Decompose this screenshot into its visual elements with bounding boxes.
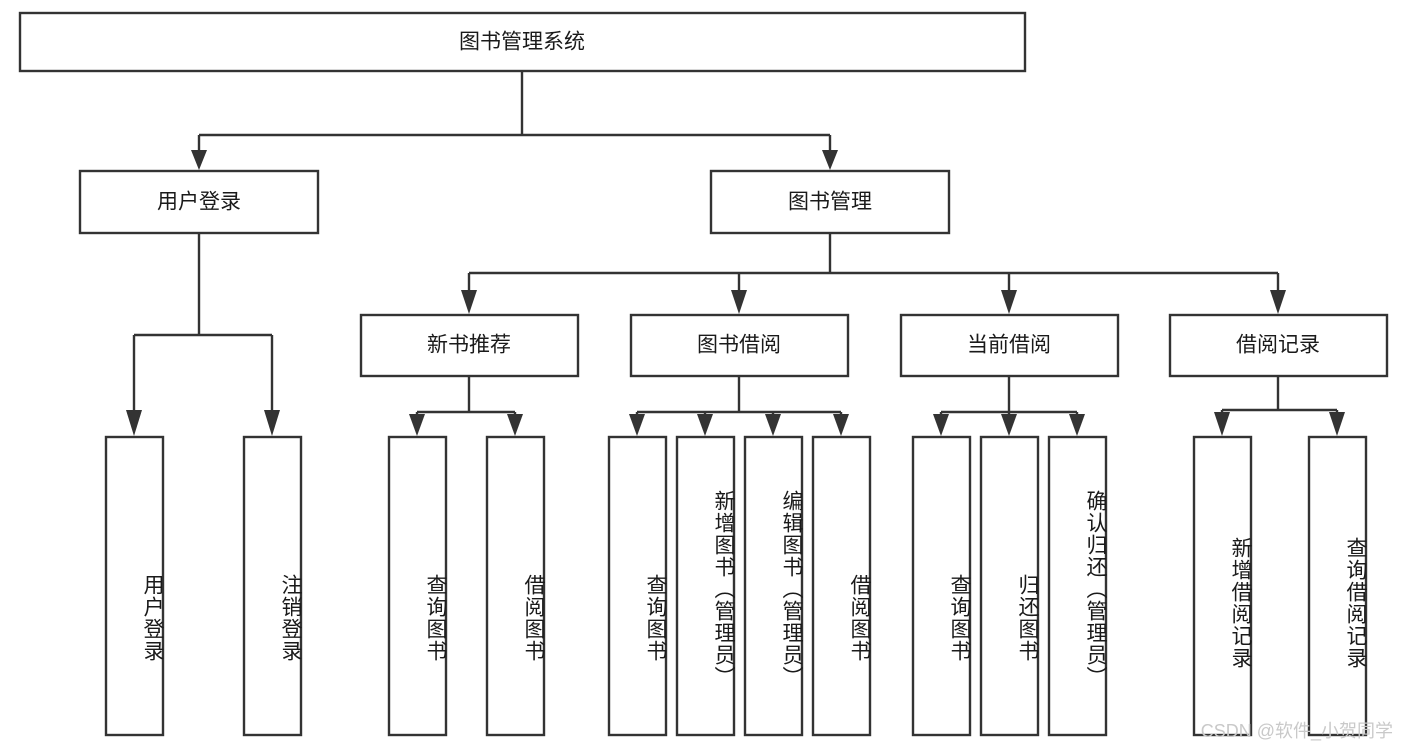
connector-group-borrow-record xyxy=(1214,376,1345,436)
node-current-borrow-box[interactable] xyxy=(899,313,1120,378)
arrow-head-leaf-borrow-book-2 xyxy=(833,414,849,436)
leaf-query-book-1-box[interactable] xyxy=(387,435,448,737)
arrow-head-leaf-add-book xyxy=(697,414,713,436)
node-new-book-recommend[interactable]: 新书推荐 xyxy=(359,313,580,378)
csdn-watermark: CSDN @软件_小贺同学 xyxy=(1200,721,1393,741)
node-borrow-record-label: 借阅记录 xyxy=(1236,334,1320,357)
arrow-head-leaf-add-record xyxy=(1214,412,1230,436)
arrow-head-leaf-borrow-book-1 xyxy=(507,414,523,436)
node-root[interactable]: 图书管理系统 xyxy=(18,11,1027,73)
node-current-borrow-label: 当前借阅 xyxy=(967,334,1051,357)
arrow-head-leaf-query-book-1 xyxy=(409,414,425,436)
node-user-login-box[interactable] xyxy=(78,169,320,235)
node-book-borrow-box[interactable] xyxy=(629,313,850,378)
node-root-label: 图书管理系统 xyxy=(459,31,585,54)
arrow-head-borrow-record xyxy=(1270,290,1286,314)
leaf-query-book-2-box[interactable] xyxy=(607,435,668,737)
node-current-borrow[interactable]: 当前借阅 xyxy=(899,313,1120,378)
arrow-head-leaf-query-record xyxy=(1329,412,1345,436)
arrow-head-leaf-user-logout xyxy=(264,410,280,436)
node-user-login-label: 用户登录 xyxy=(157,191,241,214)
leaf-confirm-return-box[interactable] xyxy=(1047,435,1108,737)
arrow-head-leaf-edit-book xyxy=(765,414,781,436)
leaf-user-login-box[interactable] xyxy=(104,435,165,737)
leaf-user-logout-box[interactable] xyxy=(242,435,303,737)
connector-group-new-book-recommend xyxy=(409,376,523,436)
arrow-head-current-borrow xyxy=(1001,290,1017,314)
node-new-book-recommend-label: 新书推荐 xyxy=(427,334,511,357)
leaf-add-book-box[interactable] xyxy=(675,435,736,737)
leaf-borrow-book-1-box[interactable] xyxy=(485,435,546,737)
leaf-edit-book-box[interactable] xyxy=(743,435,804,737)
node-book-borrow-label: 图书借阅 xyxy=(697,334,781,357)
node-new-book-recommend-box[interactable] xyxy=(359,313,580,378)
arrow-head-book-borrow xyxy=(731,290,747,314)
arrow-head-user-login xyxy=(191,150,207,170)
connector-group-book-manage xyxy=(461,233,1286,314)
node-borrow-record-box[interactable] xyxy=(1168,313,1389,378)
leaf-boxes-group xyxy=(104,435,1368,737)
leaf-return-book-box[interactable] xyxy=(979,435,1040,737)
connector-group-root xyxy=(191,71,838,170)
connector-group-book-borrow xyxy=(629,376,849,436)
arrow-head-leaf-confirm-return xyxy=(1069,414,1085,436)
node-book-manage[interactable]: 图书管理 xyxy=(709,169,951,235)
leaf-borrow-book-2-box[interactable] xyxy=(811,435,872,737)
arrow-head-book-manage xyxy=(822,150,838,170)
leaf-query-record-box[interactable] xyxy=(1307,435,1368,737)
node-root-box[interactable] xyxy=(18,11,1027,73)
connector-group-user-login xyxy=(126,233,280,436)
node-book-manage-box[interactable] xyxy=(709,169,951,235)
arrow-head-leaf-user-login xyxy=(126,410,142,436)
arrow-head-leaf-query-book-3 xyxy=(933,414,949,436)
arrow-head-new-book-recommend xyxy=(461,290,477,314)
node-borrow-record[interactable]: 借阅记录 xyxy=(1168,313,1389,378)
arrow-head-leaf-query-book-2 xyxy=(629,414,645,436)
connector-group-current-borrow xyxy=(933,376,1085,436)
leaf-query-book-3-box[interactable] xyxy=(911,435,972,737)
arrow-head-leaf-return-book xyxy=(1001,414,1017,436)
node-book-borrow[interactable]: 图书借阅 xyxy=(629,313,850,378)
leaf-add-record-box[interactable] xyxy=(1192,435,1253,737)
node-user-login[interactable]: 用户登录 xyxy=(78,169,320,235)
node-book-manage-label: 图书管理 xyxy=(788,191,872,214)
